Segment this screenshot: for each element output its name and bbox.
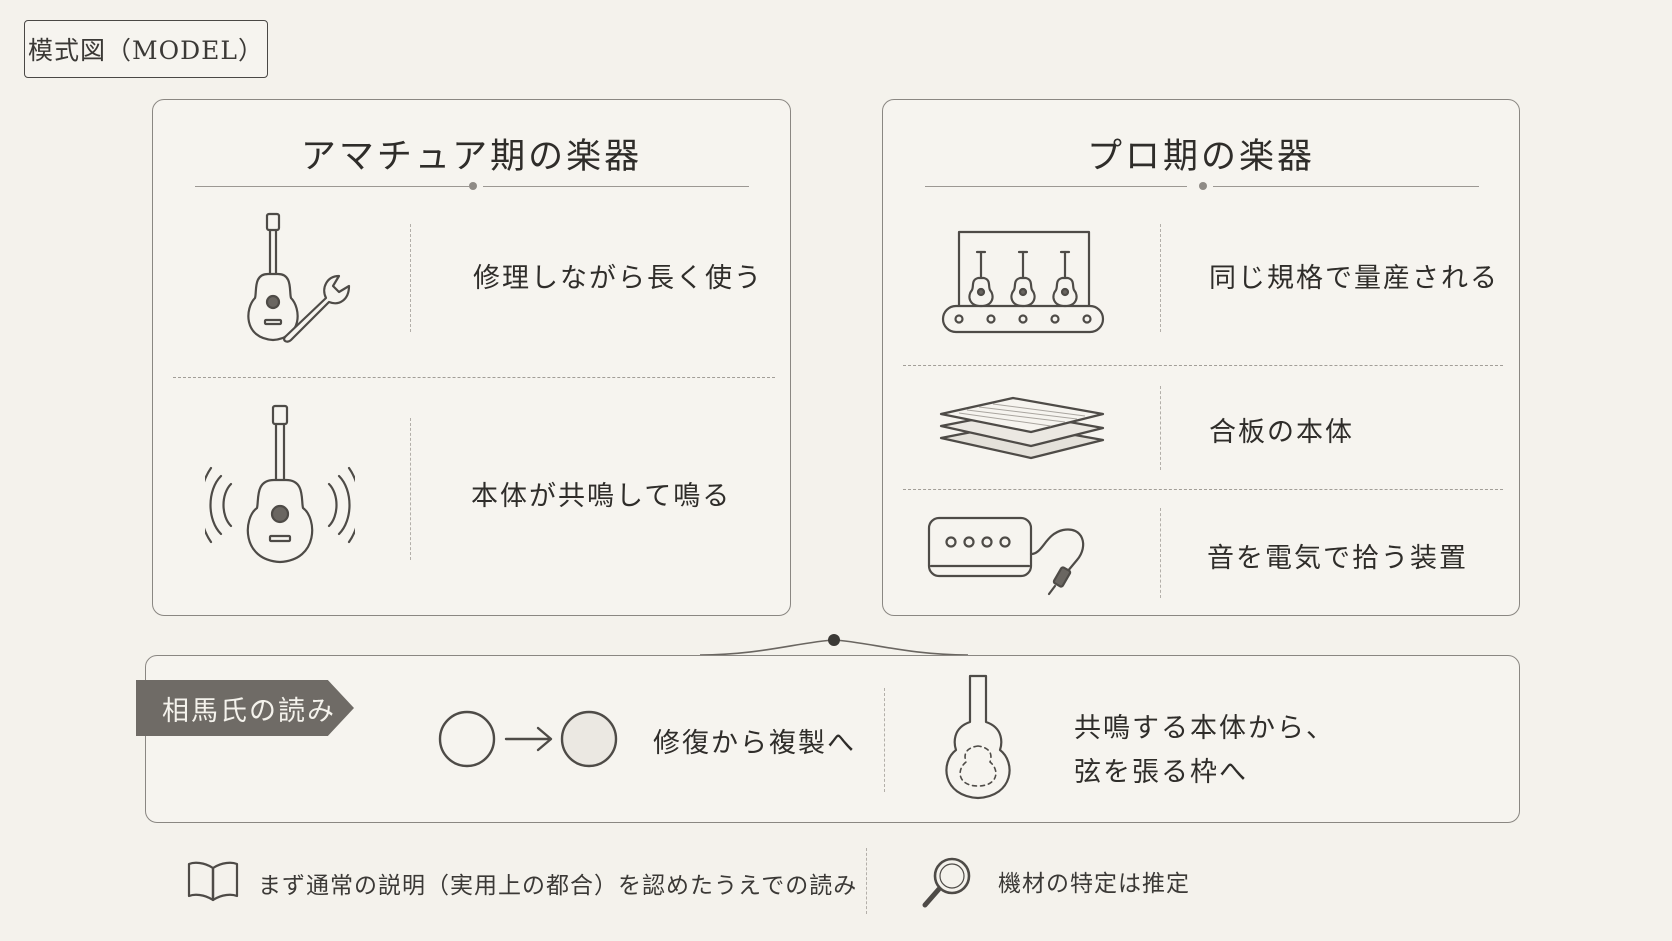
amateur-panel: アマチュア期の楽器 修理しながら長く使う 本体が共鳴して鳴る (152, 99, 791, 616)
pro-panel-title: プロ期の楽器 (1086, 137, 1315, 177)
row-divider-h (173, 377, 775, 378)
row-divider-h (903, 489, 1503, 490)
row-divider-v (1160, 224, 1161, 332)
reading-divider (884, 688, 885, 792)
magnifier-icon (922, 857, 971, 908)
title-rule-right (483, 186, 749, 187)
title-rule-left (195, 186, 469, 187)
mass-production-text: 同じ規格で量産される (1209, 263, 1499, 294)
plywood-body-text: 合板の本体 (1209, 417, 1354, 448)
pro-panel: プロ期の楽器 同じ規格で量産される (882, 99, 1520, 616)
reading-badge: 相馬氏の読み (136, 680, 354, 736)
resonating-guitar-icon (205, 404, 355, 564)
guitar-wrench-icon (247, 212, 351, 343)
connector-curve (699, 634, 969, 656)
outline-guitar-icon (945, 674, 1011, 800)
conveyor-guitars-icon (941, 230, 1105, 334)
title-rule-dot (469, 182, 477, 190)
footer-note-estimate: 機材の特定は推定 (998, 871, 1190, 897)
amateur-panel-title: アマチュア期の楽器 (300, 137, 643, 177)
open-book-icon (187, 861, 239, 902)
row-divider-h (903, 365, 1503, 366)
model-tag: 模式図（MODEL） (24, 20, 268, 78)
plywood-layers-icon (939, 396, 1105, 460)
repair-use-text: 修理しながら長く使う (473, 263, 763, 294)
footer-divider (866, 848, 867, 914)
row-divider-v (410, 224, 411, 332)
restore-to-replicate-text: 修復から複製へ (653, 728, 856, 759)
row-divider-v (410, 418, 411, 560)
title-rule-right (1213, 186, 1479, 187)
title-rule-dot (1199, 182, 1207, 190)
resonance-text: 本体が共鳴して鳴る (471, 481, 732, 512)
title-rule-left (925, 186, 1187, 187)
body-to-frame-line1: 共鳴する本体から、 (1074, 713, 1335, 744)
row-divider-v (1160, 508, 1161, 598)
row-divider-v (1160, 386, 1161, 470)
electric-pickup-text: 音を電気で拾う装置 (1207, 543, 1468, 574)
body-to-frame-line2: 弦を張る枠へ (1074, 757, 1248, 788)
pickup-cable-icon (927, 516, 1085, 596)
circle-arrow-circle-icon (438, 710, 618, 768)
footer-note-reading: まず通常の説明（実用上の都合）を認めたうえでの読み (258, 873, 858, 899)
reading-panel (145, 655, 1520, 823)
